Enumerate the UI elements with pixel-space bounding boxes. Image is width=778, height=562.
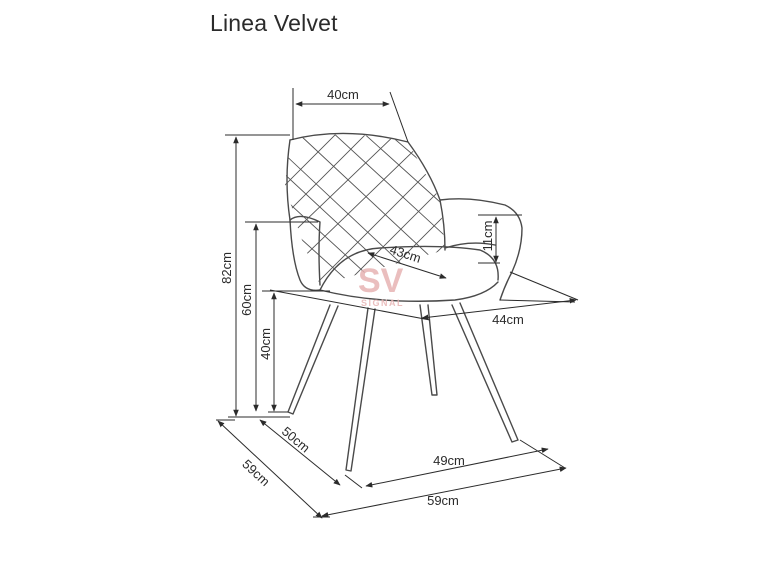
dim-leg-width: 49cm: [433, 453, 465, 468]
dim-total-width: 59cm: [427, 493, 459, 508]
dim-seat-height: 40cm: [258, 328, 273, 360]
chair-outline: [286, 132, 523, 472]
watermark-logo: SV SIGNAL: [358, 262, 404, 308]
dim-back-width: 40cm: [327, 87, 359, 102]
dim-armrest-drop: 11cm: [480, 221, 495, 252]
dim-total-depth: 59cm: [239, 456, 272, 489]
dim-seat-width: 44cm: [492, 312, 524, 327]
page-title: Linea Velvet: [210, 10, 338, 36]
dimension-lines: [217, 101, 577, 519]
dim-total-height: 82cm: [219, 252, 234, 284]
watermark-mark: SV: [358, 262, 404, 300]
watermark-label: SIGNAL: [361, 298, 404, 308]
dim-armrest-height: 60cm: [239, 284, 254, 316]
